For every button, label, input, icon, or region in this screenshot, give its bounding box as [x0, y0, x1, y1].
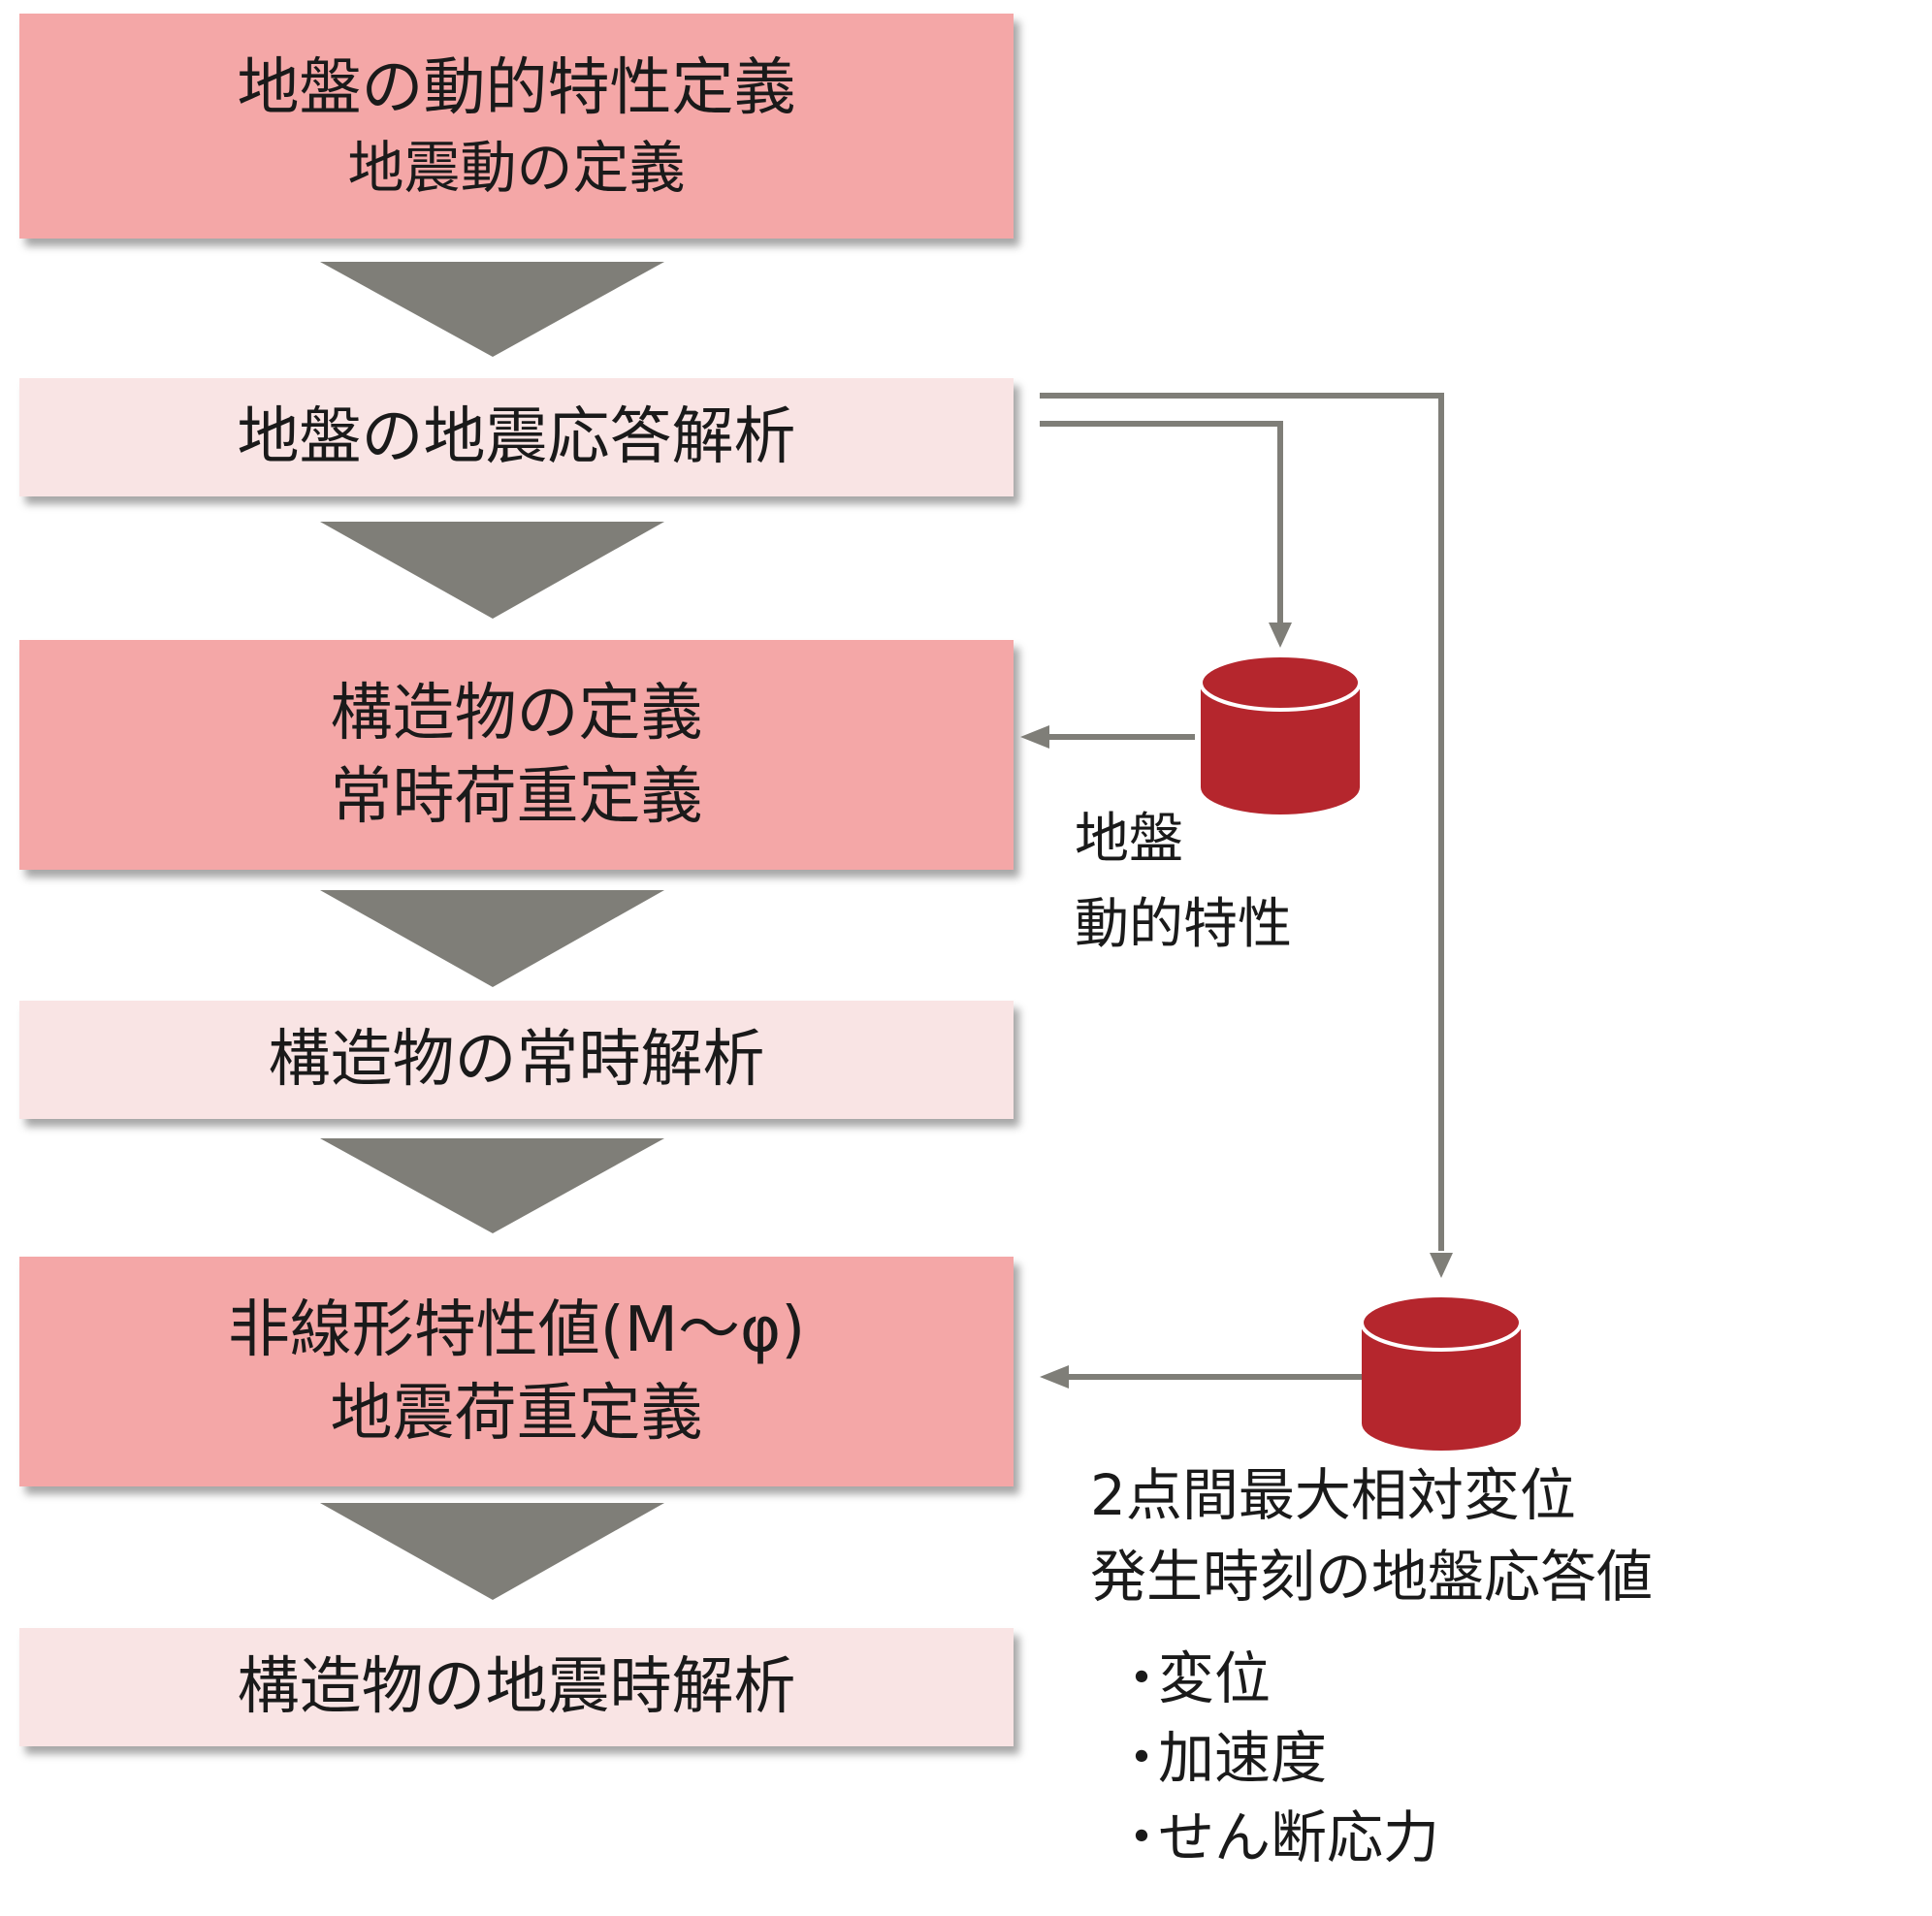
- arrowhead-left-step-5: [1040, 1365, 1069, 1389]
- response-values-label-line-2: 発生時刻の地盤応答値: [1090, 1544, 1654, 1610]
- response-items-list: ・変位 ・加速度 ・せん断応力: [1113, 1639, 1440, 1877]
- step-3-structure-definition: 構造物の定義 常時荷重定義: [19, 640, 1014, 870]
- bullet-icon: ・: [1113, 1804, 1171, 1870]
- response-values-label-line-1: 2点間最大相対変位: [1090, 1462, 1576, 1528]
- step-6-line-1: 構造物の地震時解析: [237, 1651, 796, 1723]
- soil-properties-label: 地盤 動的特性: [1075, 797, 1292, 968]
- arrowhead-down-soil-db: [1269, 623, 1292, 648]
- flow-arrow-3: [320, 890, 664, 987]
- soil-properties-database-icon: [1199, 654, 1362, 814]
- arrowhead-left-step-3: [1020, 725, 1049, 749]
- step-4-static-analysis: 構造物の常時解析: [19, 1001, 1014, 1119]
- soil-properties-label-line-1: 地盤: [1075, 808, 1183, 871]
- bullet-icon: ・: [1113, 1725, 1171, 1791]
- step-1-line-1: 地盤の動的特性定義: [237, 52, 796, 124]
- step-2-ground-response-analysis: 地盤の地震応答解析: [19, 378, 1014, 496]
- step-1-ground-definition: 地盤の動的特性定義 地震動の定義: [19, 14, 1014, 239]
- step-5-line-1: 非線形特性値(M～φ): [227, 1293, 806, 1366]
- flow-arrow-2: [320, 522, 664, 619]
- bullet-icon: ・: [1113, 1645, 1171, 1711]
- list-item-text: 変位: [1158, 1645, 1272, 1711]
- response-values-database-icon: [1360, 1293, 1523, 1451]
- step-2-line-1: 地盤の地震応答解析: [237, 401, 796, 473]
- list-item: ・加速度: [1113, 1718, 1439, 1798]
- step-4-line-1: 構造物の常時解析: [268, 1024, 765, 1096]
- step-5-line-2: 地震荷重定義: [330, 1377, 703, 1450]
- step-3-line-2: 常時荷重定義: [330, 760, 703, 833]
- response-values-label: 2点間最大相対変位 発生時刻の地盤応答値: [1090, 1454, 1653, 1617]
- list-item: ・せん断応力: [1113, 1798, 1440, 1877]
- flow-arrow-1: [320, 262, 664, 357]
- step-6-seismic-analysis: 構造物の地震時解析: [19, 1628, 1014, 1746]
- step-1-line-2: 地震動の定義: [347, 135, 686, 201]
- soil-properties-label-line-2: 動的特性: [1075, 893, 1292, 956]
- connector-to-soil-db: [1040, 421, 1283, 626]
- list-item: ・変位: [1113, 1639, 1439, 1718]
- list-item-text: せん断応力: [1158, 1804, 1440, 1870]
- flow-arrow-4: [320, 1138, 664, 1233]
- flow-arrow-5: [320, 1503, 664, 1600]
- connector-to-response-db: [1040, 393, 1444, 1251]
- step-5-seismic-load-definition: 非線形特性値(M～φ) 地震荷重定義: [19, 1257, 1014, 1486]
- list-item-text: 加速度: [1158, 1725, 1328, 1791]
- arrowhead-down-response-db: [1430, 1253, 1453, 1278]
- step-3-line-1: 構造物の定義: [330, 677, 703, 750]
